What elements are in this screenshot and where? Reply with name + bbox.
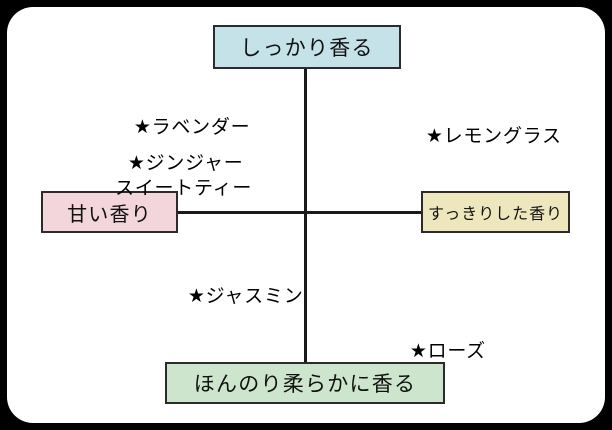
axis-label-top: しっかり香る	[213, 25, 401, 69]
star-icon: ★	[127, 151, 146, 174]
item-lavender-label: ラベンダー	[151, 115, 251, 138]
item-ginger-label-line1: ジンジャー	[145, 151, 244, 174]
item-jasmine: ★ジャスミン	[147, 258, 303, 335]
axis-label-left: 甘い香り	[41, 191, 178, 233]
star-icon: ★	[425, 124, 444, 147]
item-ginger-sweet-tea: ★ジンジャースイートティー	[87, 125, 252, 253]
item-ginger-label-line2: スイートティー	[115, 177, 253, 200]
horizontal-axis-line	[177, 211, 422, 214]
item-rose-label: ローズ	[427, 339, 486, 362]
item-rose: ★ローズ	[369, 313, 486, 390]
item-lemongrass-label: レモングラス	[443, 124, 562, 147]
star-icon: ★	[187, 284, 206, 307]
diagram-canvas: しっかり香る 甘い香り すっきりした香り ほんのり柔らかに香る ★ラベンダー ★…	[7, 7, 605, 423]
item-lavender: ★ラベンダー	[93, 89, 250, 166]
axis-label-bottom: ほんのり柔らかに香る	[165, 362, 445, 404]
item-lemongrass: ★レモングラス	[385, 98, 562, 175]
item-jasmine-label: ジャスミン	[205, 284, 304, 307]
star-icon: ★	[409, 339, 428, 362]
star-icon: ★	[133, 115, 152, 138]
vertical-axis-line	[304, 69, 307, 362]
axis-label-right: すっきりした香り	[421, 191, 570, 233]
